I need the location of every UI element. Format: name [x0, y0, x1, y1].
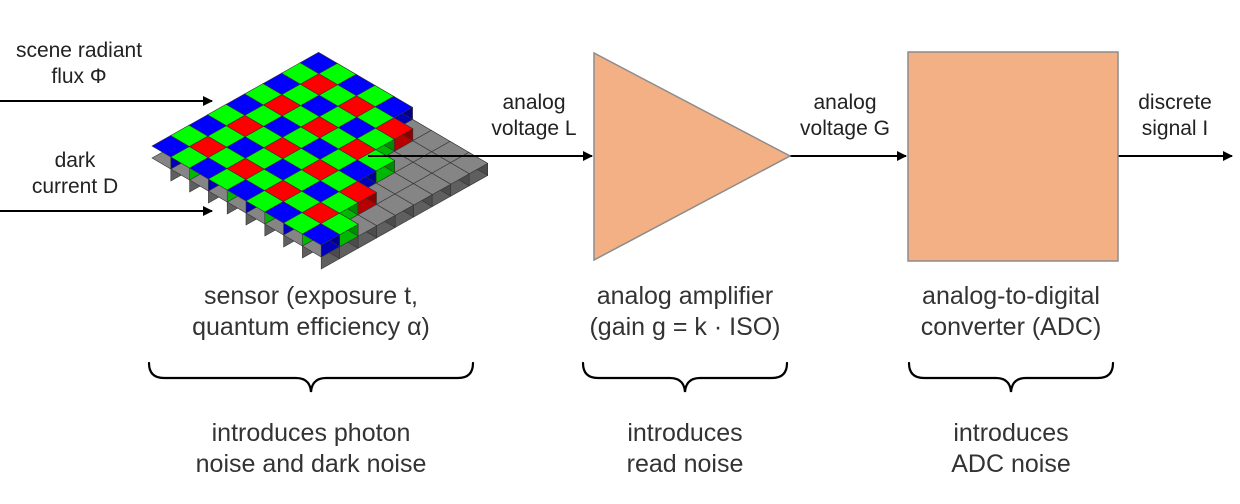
voltage-l-label-line-1: analog — [502, 91, 566, 114]
sensor-title: sensor (exposure t, quantum efficiency α… — [141, 281, 481, 344]
amplifier-title: analog amplifier (gain g = k · ISO) — [550, 281, 820, 344]
signal-i-label-line-2: signal I — [1141, 117, 1209, 141]
voltage-l-label: analog voltage L — [474, 90, 594, 143]
scene-flux-label-line-2: flux Φ — [51, 65, 107, 89]
sensor-title-line-2: quantum efficiency α) — [192, 313, 430, 342]
amplifier-title-line-1: analog amplifier — [596, 282, 774, 310]
amplifier-noise-caption: introduces read noise — [550, 418, 820, 481]
sensor-brace — [147, 361, 475, 393]
adc-title: analog-to-digital converter (ADC) — [876, 281, 1146, 344]
sensor-title-line-1: sensor (exposure t, — [204, 282, 418, 310]
scene-flux-label-line-1: scene radiant — [15, 39, 143, 62]
amplifier-noise-line-1: introduces — [627, 419, 743, 447]
adc-noise-line-1: introduces — [953, 419, 1069, 447]
bayer-sensor-icon — [151, 51, 489, 270]
sensor-noise-caption: introduces photon noise and dark noise — [141, 418, 481, 481]
sensor-noise-line-2: noise and dark noise — [195, 450, 427, 479]
adc-title-line-1: analog-to-digital — [922, 282, 1100, 310]
signal-i-label-line-1: discrete — [1138, 91, 1212, 114]
voltage-g-label-line-1: analog — [813, 91, 877, 114]
amplifier-brace — [581, 361, 789, 393]
adc-title-line-2: converter (ADC) — [920, 313, 1102, 342]
sensor-noise-line-1: introduces photon — [211, 419, 411, 447]
voltage-g-label: analog voltage G — [785, 90, 905, 143]
adc-noise-line-2: ADC noise — [951, 450, 1071, 479]
sensor-pixel-face — [301, 223, 341, 246]
adc-noise-caption: introduces ADC noise — [876, 418, 1146, 481]
dark-current-label: dark current D — [0, 148, 150, 201]
dark-current-label-line-1: dark — [54, 149, 96, 172]
amplifier-noise-line-2: read noise — [626, 450, 744, 479]
adc-brace — [907, 361, 1115, 393]
voltage-l-label-line-2: voltage L — [491, 117, 577, 141]
signal-i-label: discrete signal I — [1115, 90, 1235, 143]
scene-flux-label: scene radiant flux Φ — [4, 38, 154, 91]
voltage-g-label-line-2: voltage G — [800, 117, 890, 141]
adc-box — [907, 51, 1119, 262]
dark-current-label-line-2: current D — [31, 175, 119, 199]
amplifier-title-line-2: (gain g = k · ISO) — [589, 313, 781, 342]
amplifier-triangle — [593, 51, 792, 262]
